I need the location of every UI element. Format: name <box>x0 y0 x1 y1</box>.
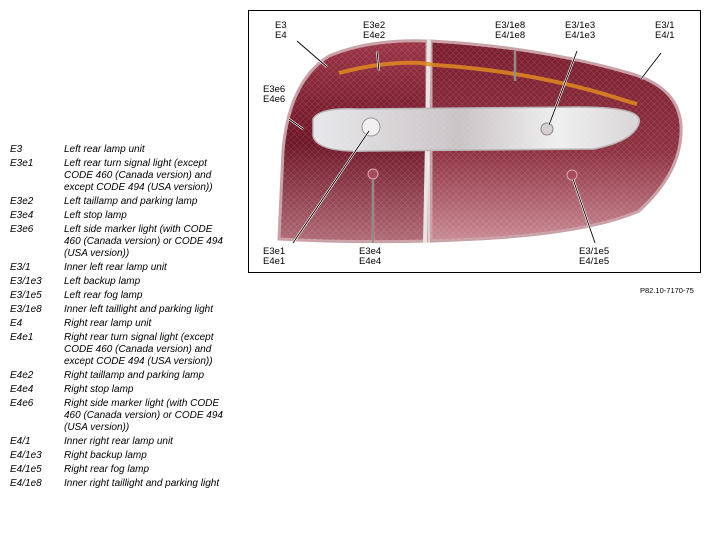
taillight-strip <box>338 60 638 106</box>
backup-lamp-bulb <box>540 122 554 136</box>
callout-e3-e4: E3 E4 <box>275 20 287 41</box>
stop-lamp-bulb <box>367 168 379 180</box>
callout-e31e5-e41e5: E3/1e5 E4/1e5 <box>579 246 610 267</box>
callout-e3e6-e4e6: E3e6 E4e6 <box>263 84 286 105</box>
lamp-illustration <box>277 38 683 244</box>
lamp-diagram: E3 E4 E3e2 E4e2 E3/1e8 E4/1e8 E3/1e3 E4/… <box>248 10 701 273</box>
callout-e31-e41: E3/1 E4/1 <box>655 20 675 41</box>
callout-e31e3-e41e3: E3/1e3 E4/1e3 <box>565 20 596 41</box>
fog-lamp-bulb <box>566 169 578 181</box>
figure-id: P82.10-7170-75 <box>640 286 694 295</box>
callout-e3e4-e4e4: E3e4 E4e4 <box>359 246 382 267</box>
callout-e3e1-e4e1: E3e1 E4e1 <box>263 246 286 267</box>
callout-e31e8-e41e8: E3/1e8 E4/1e8 <box>495 20 526 41</box>
callout-e3e2-e4e2: E3e2 E4e2 <box>363 20 386 41</box>
turn-signal-bulb <box>361 117 381 137</box>
